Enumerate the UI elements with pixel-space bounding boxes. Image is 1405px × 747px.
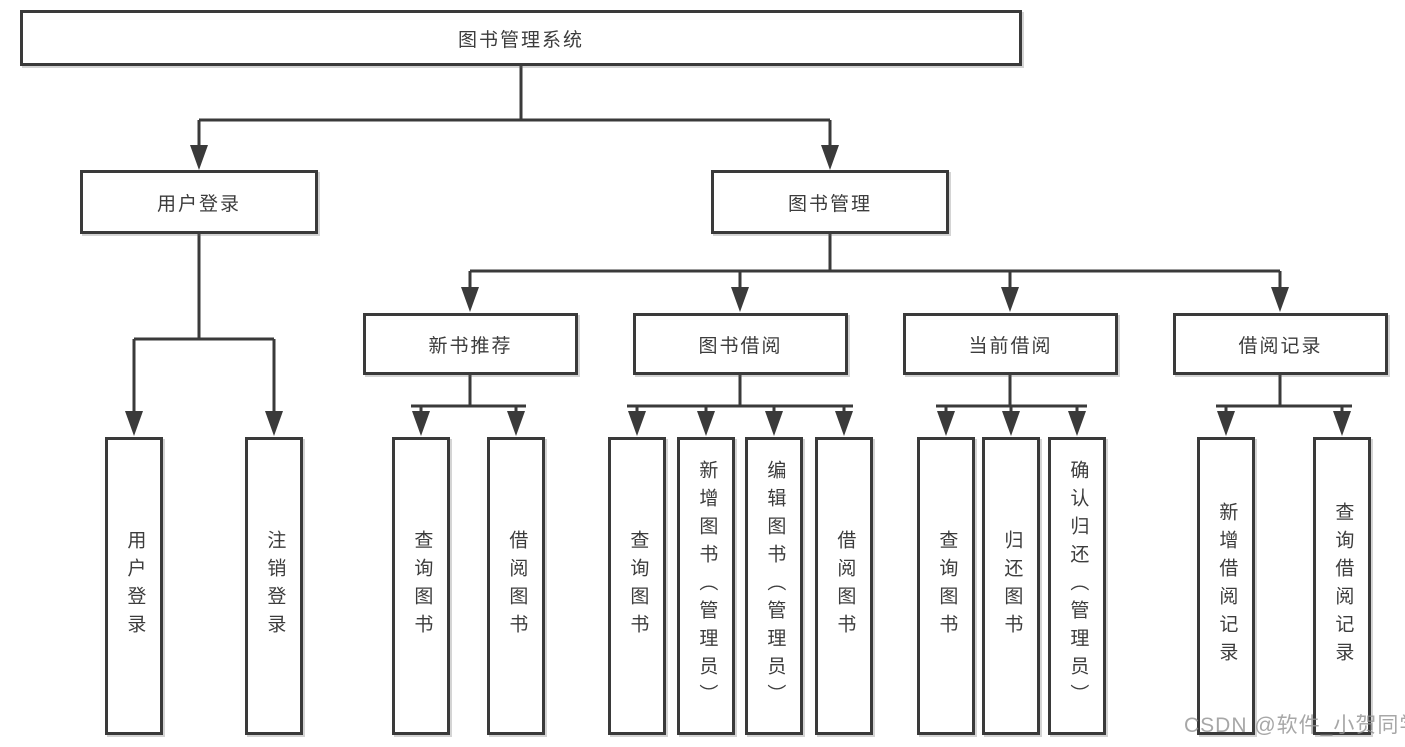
leaf-user-login-label: 用户登录 <box>124 530 146 642</box>
node-library-system: 图书管理系统 <box>20 10 1022 66</box>
leaf-borrowing-query-books: 查询图书 <box>608 437 666 735</box>
leaf-add-borrow-record: 新增借阅记录 <box>1197 437 1255 735</box>
node-borrow-records: 借阅记录 <box>1173 313 1388 375</box>
leaf-query-borrow-record: 查询借阅记录 <box>1313 437 1371 735</box>
leaf-recommend-query-books-label: 查询图书 <box>411 530 433 642</box>
node-new-book-recommend: 新书推荐 <box>363 313 578 375</box>
leaf-query-borrow-record-label: 查询借阅记录 <box>1332 502 1354 670</box>
leaf-add-books-admin: 新增图书（管理员） <box>677 437 735 735</box>
leaf-borrowing-borrow-books-label: 借阅图书 <box>834 530 856 642</box>
leaf-edit-books-admin: 编辑图书（管理员） <box>745 437 803 735</box>
node-book-management-label: 图书管理 <box>787 193 872 215</box>
node-current-borrowing: 当前借阅 <box>903 313 1118 375</box>
leaf-borrowing-borrow-books: 借阅图书 <box>815 437 873 735</box>
node-current-borrowing-label: 当前借阅 <box>968 335 1053 357</box>
leaf-recommend-query-books: 查询图书 <box>392 437 450 735</box>
leaf-return-books-label: 归还图书 <box>1001 530 1023 642</box>
leaf-borrowing-query-books-label: 查询图书 <box>627 530 649 642</box>
leaf-logout: 注销登录 <box>245 437 303 735</box>
leaf-recommend-borrow-books: 借阅图书 <box>487 437 545 735</box>
node-book-borrowing-label: 图书借阅 <box>698 335 783 357</box>
leaf-logout-label: 注销登录 <box>264 530 286 642</box>
leaf-return-books: 归还图书 <box>982 437 1040 735</box>
leaf-current-query-books-label: 查询图书 <box>936 530 958 642</box>
leaf-add-books-admin-label: 新增图书（管理员） <box>696 460 718 712</box>
leaf-add-borrow-record-label: 新增借阅记录 <box>1216 502 1238 670</box>
leaf-confirm-return-admin-label: 确认归还（管理员） <box>1067 460 1089 712</box>
node-book-borrowing: 图书借阅 <box>633 313 848 375</box>
node-library-system-label: 图书管理系统 <box>457 29 584 51</box>
node-book-management: 图书管理 <box>711 170 949 234</box>
node-borrow-records-label: 借阅记录 <box>1238 335 1323 357</box>
leaf-edit-books-admin-label: 编辑图书（管理员） <box>764 460 786 712</box>
node-user-login: 用户登录 <box>80 170 318 234</box>
csdn-watermark: CSDN @软件_小贺同学 <box>1184 714 1405 737</box>
leaf-confirm-return-admin: 确认归还（管理员） <box>1048 437 1106 735</box>
leaf-user-login: 用户登录 <box>105 437 163 735</box>
node-new-book-recommend-label: 新书推荐 <box>428 335 513 357</box>
node-user-login-label: 用户登录 <box>156 193 241 215</box>
leaf-recommend-borrow-books-label: 借阅图书 <box>506 530 528 642</box>
leaf-current-query-books: 查询图书 <box>917 437 975 735</box>
